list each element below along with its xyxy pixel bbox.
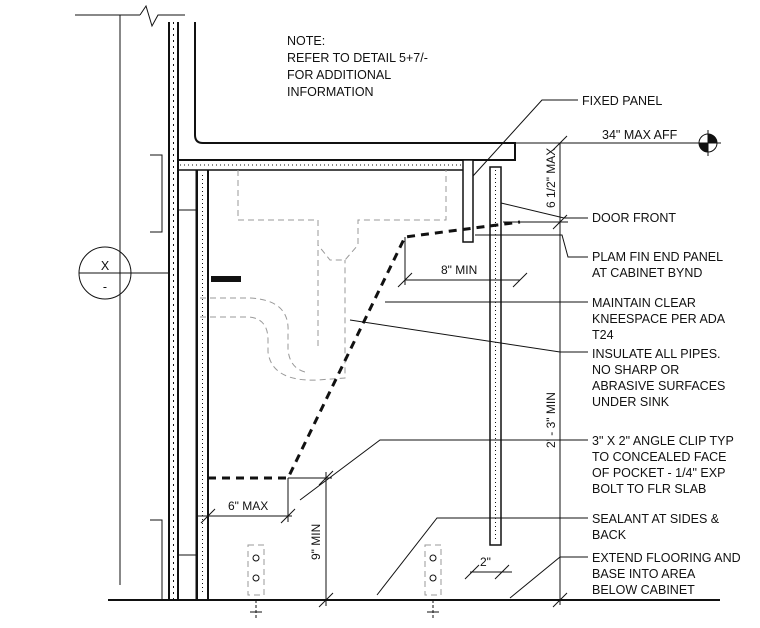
- callout-insulate-2: NO SHARP OR: [592, 363, 679, 377]
- note-line-4: INFORMATION: [287, 85, 374, 99]
- note-line-3: FOR ADDITIONAL: [287, 68, 391, 82]
- wall-section: [75, 4, 241, 601]
- callout-flooring-1: EXTEND FLOORING AND: [592, 551, 741, 565]
- countertop: [177, 22, 516, 546]
- callout-sealant-1: SEALANT AT SIDES &: [592, 512, 720, 526]
- sink-bowl-hidden: [200, 170, 447, 381]
- dim-2-3-min: 2' - 3" MIN: [544, 392, 558, 448]
- callout-kneespace-2: KNEESPACE PER ADA: [592, 312, 726, 326]
- callout-clip-3: OF POCKET - 1/4" EXP: [592, 466, 725, 480]
- general-note: NOTE: REFER TO DETAIL 5+7/- FOR ADDITION…: [287, 34, 428, 99]
- dimensions: 6 1/2" MAX 2' - 3" MIN 8" MIN 6" MAX 9" …: [198, 135, 700, 608]
- note-line-1: NOTE:: [287, 34, 325, 48]
- elevation-target-icon: [695, 130, 721, 156]
- floor-slab: [108, 544, 720, 620]
- section-tag: X -: [78, 246, 169, 300]
- callout-flooring-2: BASE INTO AREA: [592, 567, 696, 581]
- fixed-panel: [462, 159, 474, 243]
- callout-plam-1: PLAM FIN END PANEL: [592, 250, 723, 264]
- dim-2-in: 2": [480, 555, 491, 569]
- callouts: FIXED PANEL 34" MAX AFF DOOR FRONT PLAM …: [582, 94, 741, 597]
- dim-9-min: 9" MIN: [309, 524, 323, 560]
- callout-insulate-1: INSULATE ALL PIPES.: [592, 347, 721, 361]
- callout-flooring-3: BELOW CABINET: [592, 583, 695, 597]
- callout-clip-4: BOLT TO FLR SLAB: [592, 482, 706, 496]
- dim-8-min: 8" MIN: [441, 263, 477, 277]
- callout-clip-1: 3" X 2" ANGLE CLIP TYP: [592, 434, 734, 448]
- callout-plam-2: AT CABINET BYND: [592, 266, 702, 280]
- callout-insulate-3: ABRASIVE SURFACES: [592, 379, 725, 393]
- callout-kneespace-3: T24: [592, 328, 614, 342]
- kneespace-line: [208, 220, 521, 480]
- callout-sealant-2: BACK: [592, 528, 627, 542]
- section-tag-bottom: -: [103, 280, 107, 294]
- note-line-2: REFER TO DETAIL 5+7/-: [287, 51, 428, 65]
- callout-clip-2: TO CONCEALED FACE: [592, 450, 727, 464]
- section-tag-top: X: [101, 259, 110, 273]
- callout-fixed-panel: FIXED PANEL: [582, 94, 662, 108]
- blocking-mark: [211, 276, 241, 282]
- callout-door-front: DOOR FRONT: [592, 211, 676, 225]
- callout-kneespace-1: MAINTAIN CLEAR: [592, 296, 696, 310]
- dim-6-half-max: 6 1/2" MAX: [544, 148, 558, 208]
- leader-lines: [299, 99, 588, 599]
- dim-6-max: 6" MAX: [228, 499, 268, 513]
- callout-max-aff: 34" MAX AFF: [602, 128, 678, 142]
- door-front: [489, 166, 502, 546]
- callout-insulate-4: UNDER SINK: [592, 395, 670, 409]
